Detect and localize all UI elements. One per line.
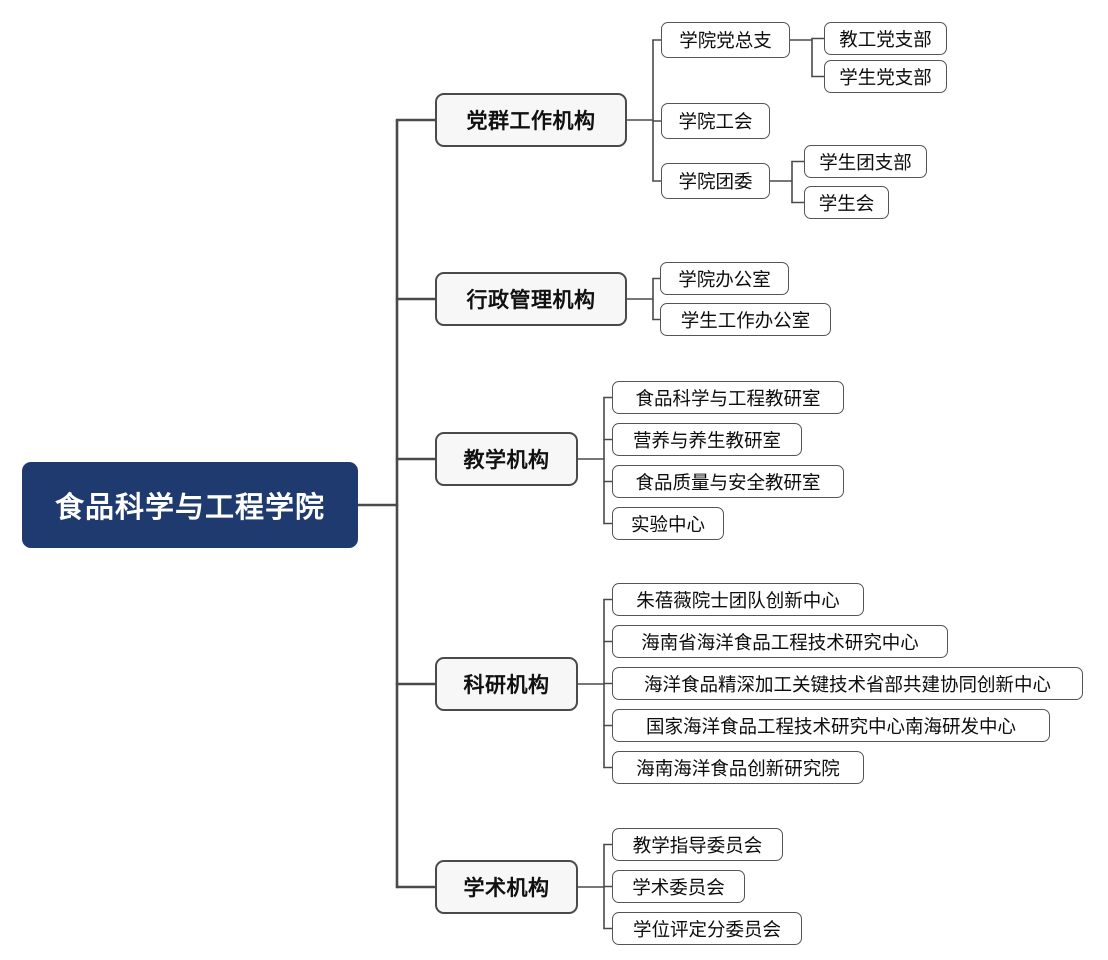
unit-node-academic-2[interactable]: 学位评定分委员会 [612,912,802,945]
unit-node-research-1[interactable]: 海南省海洋食品工程技术研究中心 [612,625,948,658]
unit-node-party-1[interactable]: 学院工会 [661,103,770,139]
subunit-node-party-2-1[interactable]: 学生会 [804,186,889,219]
unit-node-admin-0[interactable]: 学院办公室 [660,262,789,295]
unit-node-research-3[interactable]: 国家海洋食品工程技术研究中心南海研发中心 [612,709,1050,742]
subunit-node-party-0-1[interactable]: 学生党支部 [824,60,947,93]
unit-node-academic-0[interactable]: 教学指导委员会 [612,828,783,861]
category-node-academic[interactable]: 学术机构 [435,860,578,914]
category-node-admin[interactable]: 行政管理机构 [435,272,627,326]
root-node-college: 食品科学与工程学院 [22,462,358,548]
unit-node-research-2[interactable]: 海洋食品精深加工关键技术省部共建协同创新中心 [612,667,1083,700]
unit-node-party-0[interactable]: 学院党总支 [661,22,790,58]
unit-node-teaching-1[interactable]: 营养与养生教研室 [612,423,802,456]
unit-node-research-0[interactable]: 朱蓓薇院士团队创新中心 [612,583,864,616]
unit-node-research-4[interactable]: 海南海洋食品创新研究院 [612,751,864,784]
unit-node-academic-1[interactable]: 学术委员会 [612,870,745,903]
unit-node-party-2[interactable]: 学院团委 [661,163,770,199]
subunit-node-party-0-0[interactable]: 教工党支部 [824,22,947,55]
unit-node-teaching-2[interactable]: 食品质量与安全教研室 [612,465,844,498]
category-node-research[interactable]: 科研机构 [435,657,578,711]
unit-node-admin-1[interactable]: 学生工作办公室 [660,303,831,336]
category-node-teaching[interactable]: 教学机构 [435,432,578,486]
category-node-party[interactable]: 党群工作机构 [435,93,627,147]
subunit-node-party-2-0[interactable]: 学生团支部 [804,145,927,178]
unit-node-teaching-0[interactable]: 食品科学与工程教研室 [612,381,844,414]
unit-node-teaching-3[interactable]: 实验中心 [612,507,724,540]
